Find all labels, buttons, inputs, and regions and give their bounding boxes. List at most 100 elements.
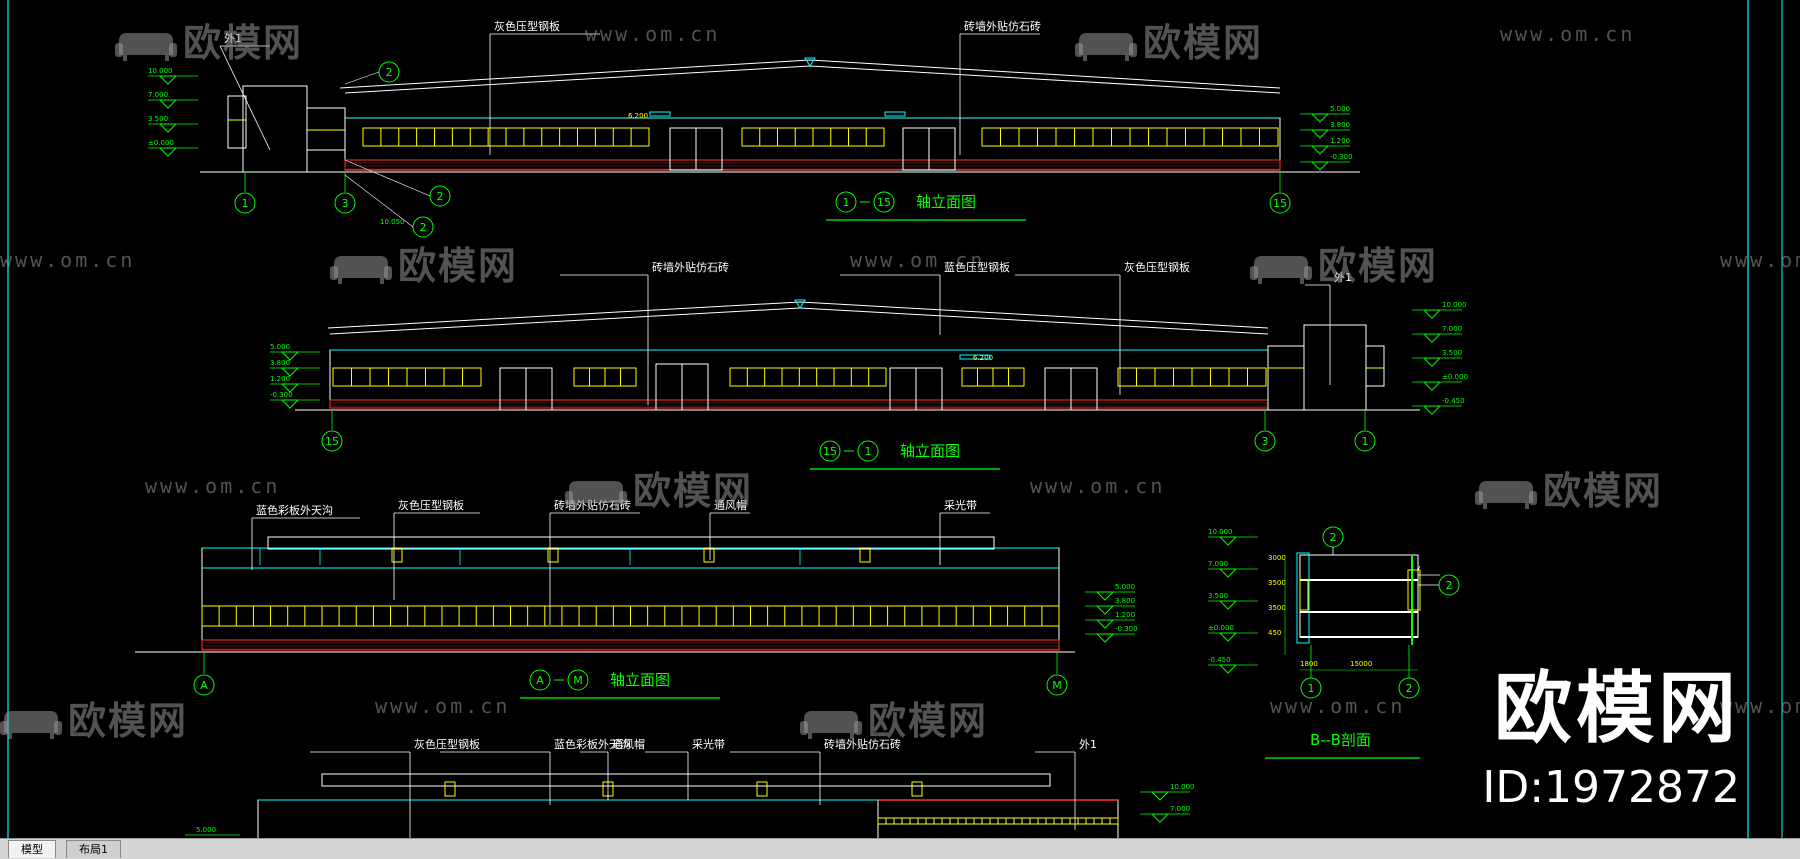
watermark-url: www.om.cn [1720,694,1800,718]
section-bubble: 2 [1446,579,1453,592]
vent [794,299,806,309]
rect [201,547,1060,569]
level-value: 7.000 [1442,325,1462,333]
level-value: -0.450 [1208,656,1231,664]
drawing-title: 轴立面图 [900,442,960,460]
axis-bubble [1269,192,1291,214]
watermark-url: www.om.cn [1270,694,1406,718]
title-to: M [573,674,583,687]
line [344,71,380,85]
level-value: 10.000 [1208,528,1233,536]
axis-bubble [193,674,215,696]
dimension-value: 15000 [1350,660,1372,668]
dimension-value: 3500 [1268,604,1286,612]
axis-label: M [1052,679,1062,692]
level-value: 7.000 [1170,805,1190,813]
rect [1407,569,1421,611]
annotation: 蓝色彩板外天沟 [256,503,333,517]
tab-model[interactable]: 模型 [8,840,56,858]
rect [306,107,346,151]
annotation: 砖墙外贴仿石砖 [652,260,729,274]
watermark-logo-text: 欧模网 [398,244,519,288]
level-value: 5.000 [1330,105,1350,113]
watermark-url: www.om.cn [1030,474,1166,498]
title-to: 15 [877,196,891,209]
rect [201,639,1060,651]
rect [649,111,671,117]
model-id: ID:1972872 [1482,762,1740,813]
level-value: 5.000 [196,826,216,834]
title-to: 1 [865,445,872,458]
level-value: 10.000 [1170,783,1195,791]
watermark-logo: 欧模网 [1250,235,1438,290]
level-value: 3.800 [1330,121,1350,129]
watermark-logo: 欧模网 [1075,12,1263,67]
watermark-logo-text: 欧模网 [633,469,754,513]
line [344,159,431,197]
level-mark [1310,145,1330,155]
rect [344,159,1281,171]
watermark-logo-text: 欧模网 [183,21,304,65]
rect [242,85,308,173]
level-value: ±0.000 [148,139,174,147]
rect [267,536,995,550]
rect [1296,552,1310,644]
rect [391,547,403,563]
watermark-logo: 欧模网 [1475,460,1663,515]
level-value: 10.050 [380,218,405,226]
axis-bubble [1354,430,1376,452]
tab-layout1[interactable]: 布局1 [66,840,121,858]
level-mark [1310,161,1330,171]
level-value: 1.200 [1330,137,1350,145]
axis-label: A [200,679,208,692]
rect [1299,554,1419,638]
annotation: 外1 [1334,271,1352,284]
title-from: 1 [843,196,850,209]
line [1417,565,1421,571]
title-from: A [536,674,544,687]
watermark-url: www.om.cn [585,22,721,46]
axis-bubble [321,430,343,452]
line [344,174,414,228]
elevation-partial: 10.0007.0005.000灰色压型钢板蓝色彩板外天沟通风帽采光带砖墙外贴仿… [185,737,1195,838]
axis-bubble [567,669,589,691]
layout-tab-bar: 模型 布局1 [0,838,1800,859]
watermark-url: www.om.cn [1720,248,1800,272]
axis-bubble [234,192,256,214]
level-value: 1.200 [270,375,290,383]
elevation-15-1: 6.2005.0003.8001.200-0.30010.0007.0003.5… [270,260,1468,470]
level-mark [1095,605,1115,615]
level-value: 6.200 [973,354,993,362]
level-value: ±0.000 [1442,373,1468,381]
section-B-B: 10.0007.0003.500±0.000-0.450300035003500… [1208,526,1460,759]
rect [1299,579,1309,611]
annotation: 通风帽 [612,738,645,751]
level-mark [1095,619,1115,629]
level-value: -0.300 [270,391,293,399]
axis-label: 3 [1262,435,1269,448]
axis-label: 1 [1362,435,1369,448]
model-space-viewport[interactable]: 6.200 10.000 7.000 3.500 ±0.000 5.000 3.800 1.2… [0,0,1800,838]
watermark-url: www.om.cn [1500,22,1636,46]
level-value: 3.500 [148,115,168,123]
annotation: 灰色压型钢板 [414,737,480,751]
level-mark [1218,632,1238,642]
elevation-A-M: 5.0003.8001.200-0.300蓝色彩板外天沟灰色压型钢板砖墙外贴仿石… [135,498,1138,699]
elevation-1-15: 6.20010.0007.0003.500±0.0005.0003.8001.2… [148,19,1360,238]
level-mark [1422,309,1442,319]
level-mark [1095,633,1115,643]
axis-bubble [857,440,879,462]
level-mark [1150,791,1170,801]
annotation: 砖墙外贴仿石砖 [964,19,1041,33]
rect [703,547,715,563]
axis-bubble [1254,430,1276,452]
level-mark [1422,381,1442,391]
annotation: 灰色压型钢板 [398,498,464,512]
level-value: 5.000 [1115,583,1135,591]
level-mark [1422,405,1442,415]
watermark-logo: 欧模网 [565,460,753,515]
level-value: 5.000 [270,343,290,351]
level-value: 3.800 [1115,597,1135,605]
axis-bubble [334,192,356,214]
level-value: -0.300 [1330,153,1353,161]
